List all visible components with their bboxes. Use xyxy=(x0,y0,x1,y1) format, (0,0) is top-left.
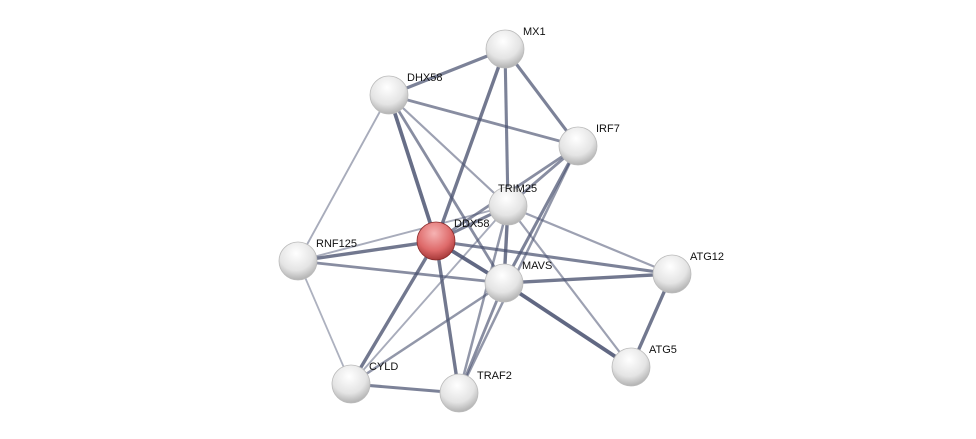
node-label: DDX58 xyxy=(454,218,489,230)
node-label: ATG5 xyxy=(649,344,677,356)
node-cyld[interactable]: CYLD xyxy=(331,361,398,404)
node-label: ATG12 xyxy=(690,251,724,263)
node-label: DHX58 xyxy=(407,72,442,84)
node-trim25[interactable]: TRIM25 xyxy=(488,183,537,226)
node-label: TRAF2 xyxy=(477,370,512,382)
edge-dhx58-rnf125[interactable] xyxy=(297,94,390,262)
node-irf7[interactable]: IRF7 xyxy=(558,123,620,166)
node-sphere[interactable] xyxy=(331,364,371,404)
edge-ddx58-rnf125[interactable] xyxy=(297,239,437,263)
node-atg5[interactable]: ATG5 xyxy=(611,344,677,387)
edge-mx1-dhx58[interactable] xyxy=(388,47,506,97)
edge-ddx58-traf2[interactable] xyxy=(434,240,461,394)
node-sphere[interactable] xyxy=(278,241,318,281)
edge-trim25-cyld[interactable] xyxy=(350,205,509,385)
node-label: MX1 xyxy=(523,26,546,38)
edge-trim25-traf2[interactable] xyxy=(457,205,510,394)
edge-trim25-atg12[interactable] xyxy=(507,204,673,276)
node-sphere[interactable] xyxy=(652,254,692,294)
edge-rnf125-trim25[interactable] xyxy=(297,205,509,262)
node-ddx58[interactable]: DDX58 xyxy=(416,218,489,261)
node-sphere[interactable] xyxy=(439,373,479,413)
edge-dhx58-irf7[interactable] xyxy=(388,93,579,148)
edge-trim25-atg5[interactable] xyxy=(507,205,632,368)
node-label: CYLD xyxy=(369,361,398,373)
node-sphere[interactable] xyxy=(558,126,598,166)
node-sphere[interactable] xyxy=(485,29,525,69)
edge-mavs-atg12[interactable] xyxy=(503,272,673,285)
node-atg12[interactable]: ATG12 xyxy=(652,251,724,294)
node-sphere[interactable] xyxy=(488,186,528,226)
node-label: RNF125 xyxy=(316,238,357,250)
edge-mx1-irf7[interactable] xyxy=(503,48,580,147)
node-sphere[interactable] xyxy=(484,263,524,303)
edge-mavs-traf2[interactable] xyxy=(457,282,506,394)
edge-irf7-traf2[interactable] xyxy=(457,145,580,394)
edge-dhx58-trim25[interactable] xyxy=(388,94,509,207)
node-label: IRF7 xyxy=(596,123,620,135)
node-dhx58[interactable]: DHX58 xyxy=(369,72,442,115)
node-sphere[interactable] xyxy=(369,75,409,115)
edge-rnf125-cyld[interactable] xyxy=(297,260,352,385)
edge-dhx58-mavs[interactable] xyxy=(387,94,506,284)
edge-mavs-atg5[interactable] xyxy=(502,281,633,369)
node-traf2[interactable]: TRAF2 xyxy=(439,370,512,413)
edge-mavs-cyld[interactable] xyxy=(350,281,505,386)
node-label: MAVS xyxy=(522,260,552,272)
edge-rnf125-mavs[interactable] xyxy=(297,259,505,285)
node-label: TRIM25 xyxy=(498,183,537,195)
node-rnf125[interactable]: RNF125 xyxy=(278,238,357,281)
node-mx1[interactable]: MX1 xyxy=(485,26,546,69)
node-sphere[interactable] xyxy=(416,221,456,261)
edge-mx1-ddx58[interactable] xyxy=(434,48,507,242)
edge-ddx58-atg12[interactable] xyxy=(435,239,673,276)
edge-ddx58-cyld[interactable] xyxy=(349,240,438,385)
edge-dhx58-ddx58[interactable] xyxy=(387,94,438,242)
node-mavs[interactable]: MAVS xyxy=(484,260,552,303)
node-sphere[interactable] xyxy=(611,347,651,387)
